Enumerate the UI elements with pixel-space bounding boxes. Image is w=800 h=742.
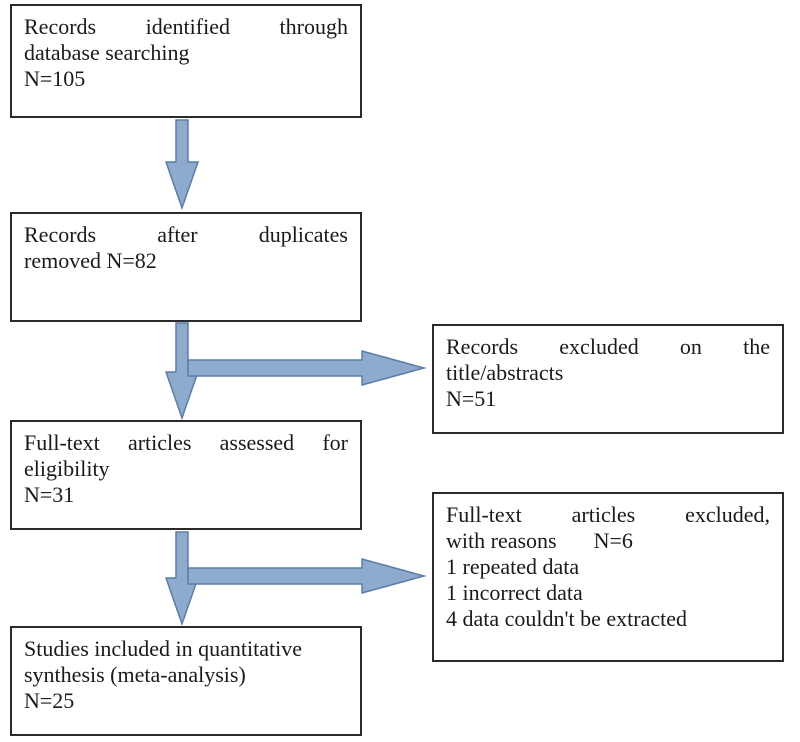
reason-item: 1 repeated data [446,554,580,579]
reasons-label: with reasons [446,528,557,553]
identified-count: N=105 [24,66,86,91]
box-fulltext-excluded: Full-text articles excluded, with reason… [432,492,784,662]
deduplicated-line-2: removed N=82 [24,248,157,273]
identified-line-2: database searching [24,40,190,65]
word: identified [145,14,230,39]
fulltext-excluded-line-1: Full-text articles excluded, [446,502,770,528]
included-count: N=25 [24,688,75,713]
excluded-title-line-2: title/abstracts [446,360,564,385]
word: articles [571,502,636,527]
word: for [322,430,348,455]
word: excluded [559,334,639,359]
fulltext-excluded-line-2: with reasons N=6 [446,528,770,554]
word: Full-text [24,430,100,455]
fulltext-assessed-count: N=31 [24,482,75,507]
word: duplicates [258,222,348,247]
excluded-title-line-1: Records excluded on the [446,334,770,360]
word: Records [446,334,519,359]
arrow-down-deduplicated-to-fulltext [164,322,200,421]
word: Records [24,222,97,247]
word: Full-text [446,502,522,527]
fulltext-assessed-line-2: eligibility [24,456,110,481]
box-records-excluded-title: Records excluded on the title/abstracts … [432,324,784,434]
word: assessed [219,430,295,455]
arrow-right-to-excluded-title [187,350,427,386]
box-records-identified: Records identified through database sear… [10,4,362,118]
word: through [279,14,348,39]
box-fulltext-assessed: Full-text articles assessed for eligibil… [10,420,362,530]
deduplicated-line-1: Records after duplicates [24,222,348,248]
included-line-2: synthesis (meta-analysis) [24,662,246,687]
arrow-down-identified-to-deduplicated [164,119,200,211]
arrow-down-fulltext-to-included [164,531,200,627]
reason-item: 4 data couldn't be extracted [446,606,687,631]
fulltext-excluded-count: N=6 [593,528,633,553]
word: on [679,334,702,359]
word: articles [127,430,192,455]
word: excluded, [685,502,770,527]
box-studies-included: Studies included in quantitative synthes… [10,626,362,736]
reason-item: 1 incorrect data [446,580,583,605]
word: Records [24,14,97,39]
arrow-right-to-excluded-fulltext [187,558,427,594]
word: the [743,334,770,359]
identified-line-1: Records identified through [24,14,348,40]
word: after [157,222,198,247]
box-records-after-duplicates: Records after duplicates removed N=82 [10,212,362,322]
excluded-title-count: N=51 [446,386,497,411]
included-line-1: Studies included in quantitative [24,636,303,661]
fulltext-assessed-line-1: Full-text articles assessed for [24,430,348,456]
